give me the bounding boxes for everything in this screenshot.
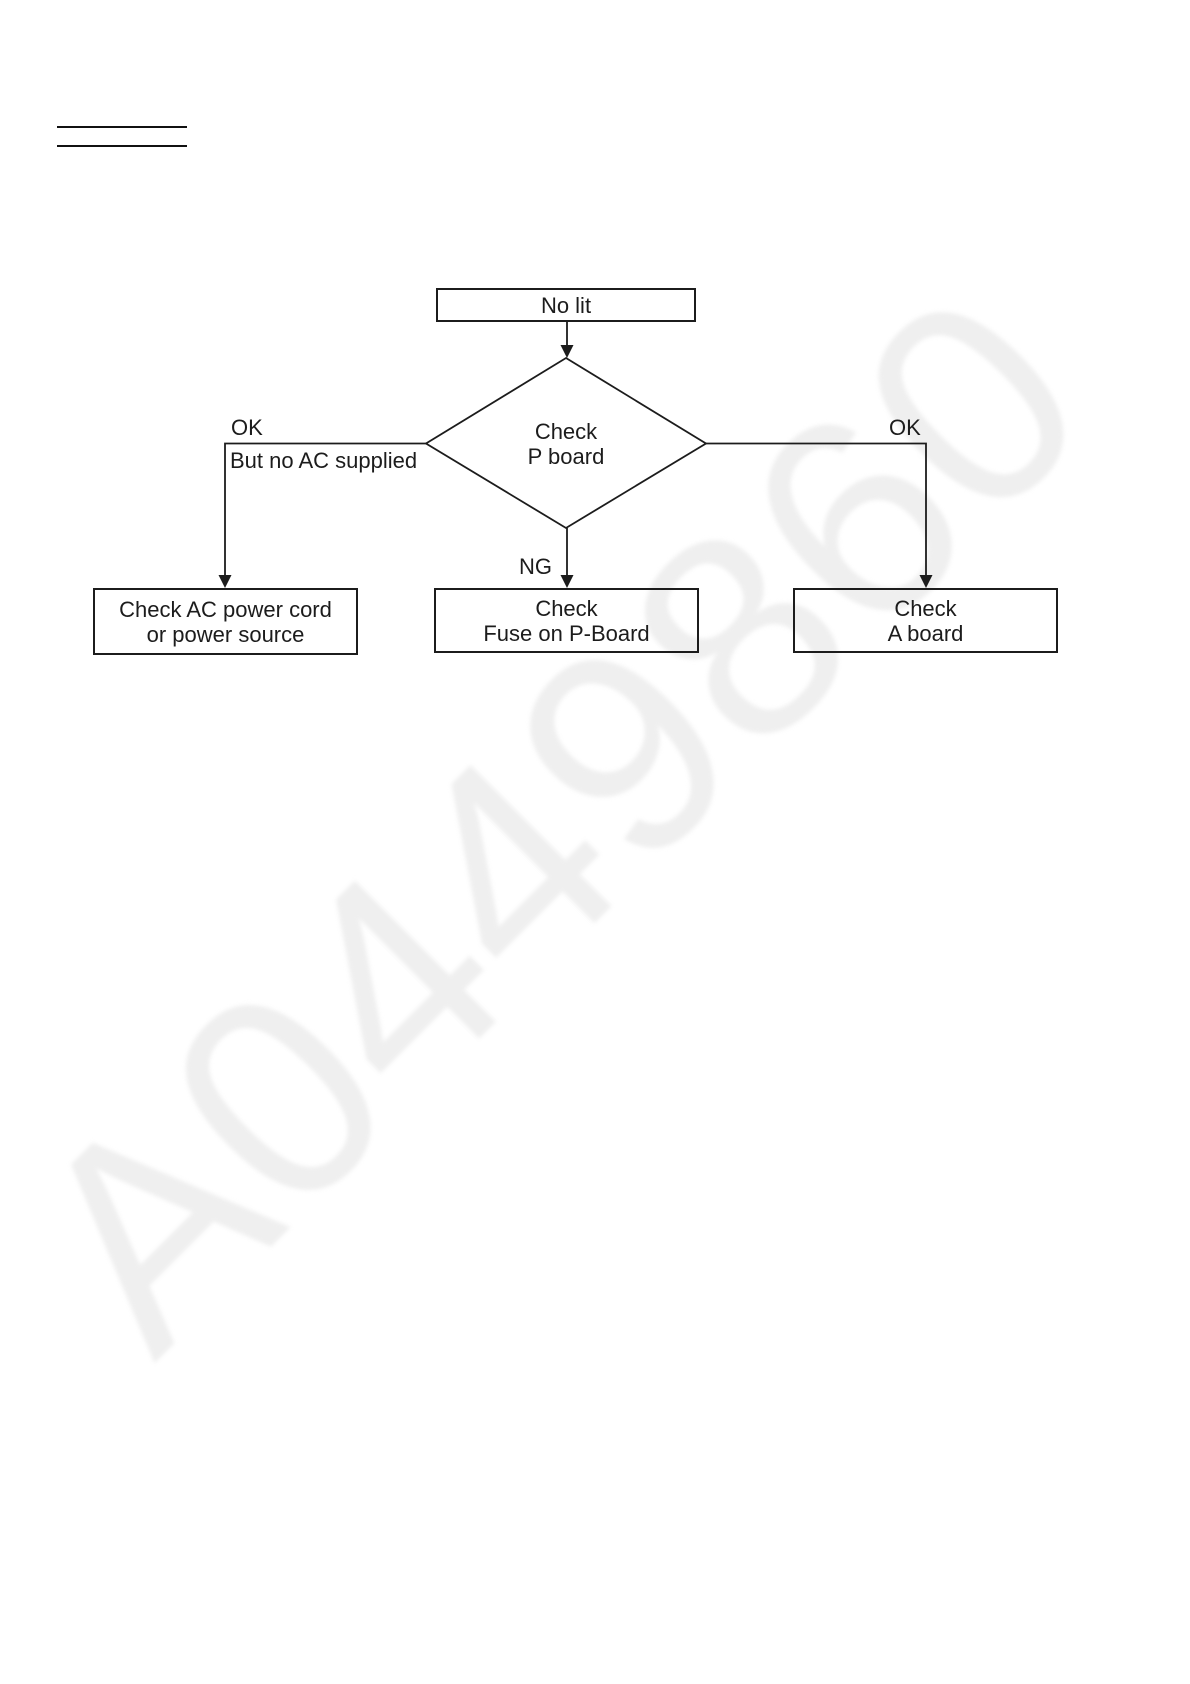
result-fuse-line1: Check	[535, 595, 598, 621]
connector-left-branch	[224, 442, 426, 578]
start-node: No lit	[436, 288, 696, 322]
arrowhead-decision	[560, 345, 574, 358]
start-node-label: No lit	[540, 292, 592, 318]
decision-node-label: Check P board	[466, 419, 666, 469]
header-rule-top	[57, 126, 187, 128]
edge-label-no-ac-note: But no AC supplied	[230, 448, 418, 473]
header-rule-bottom	[57, 145, 187, 147]
arrowhead-bottom	[560, 575, 574, 588]
connector-right-branch	[706, 442, 927, 578]
result-node-ac-power: Check AC power cord or power source	[93, 588, 358, 655]
decision-label-line1: Check	[534, 419, 598, 444]
arrowhead-right	[919, 575, 933, 588]
arrowhead-left	[218, 575, 232, 588]
result-node-a-board: Check A board	[793, 588, 1058, 653]
edge-label-ok-left: OK	[231, 415, 263, 440]
result-ac-line2: or power source	[146, 621, 305, 647]
result-ac-line1: Check AC power cord	[119, 596, 332, 622]
result-fuse-line2: Fuse on P-Board	[483, 620, 650, 646]
decision-diamond-shape	[424, 356, 708, 530]
edge-label-ok-right: OK	[889, 415, 921, 440]
result-aboard-line1: Check	[894, 595, 957, 621]
decision-label-line2: P board	[527, 444, 605, 469]
result-aboard-line2: A board	[887, 620, 964, 646]
edge-label-ng: NG	[519, 554, 552, 579]
result-node-fuse: Check Fuse on P-Board	[434, 588, 699, 653]
